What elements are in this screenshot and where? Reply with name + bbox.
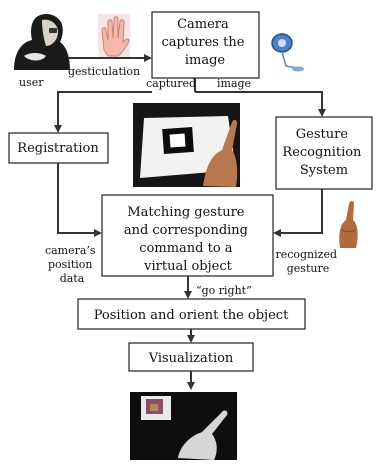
matching-box-text: Matching gesture and corresponding comma…	[124, 205, 252, 274]
camera-box-text: Camera captures the image	[161, 17, 248, 68]
user-label: user	[19, 76, 44, 89]
camera-box	[151, 11, 260, 79]
user-head-icon	[14, 14, 70, 70]
visualization-box-text: Visualization	[148, 351, 234, 366]
arrow-registration-to-matching	[57, 163, 102, 237]
arrow-position-to-visualization	[187, 329, 195, 343]
go-right-label: “go right”	[196, 284, 252, 297]
arrow-visualization-to-result	[187, 371, 195, 390]
captured-label: captured	[146, 77, 196, 90]
position-box	[77, 298, 306, 330]
arrow-matching-to-position	[184, 276, 192, 299]
arrow-gesture-system-to-matching	[273, 189, 323, 237]
arrow-user-to-camera	[68, 54, 152, 62]
gesticulation-label: gesticulation	[68, 65, 140, 78]
registration-box	[8, 132, 109, 164]
arrow-camera-to-registration	[54, 91, 152, 133]
recognized-gesture-label: recognized gesture	[275, 248, 340, 275]
gesture-system-box-text: Gesture Recognition System	[282, 127, 365, 178]
gesture-system-box	[275, 116, 373, 190]
camera-view-photo	[133, 103, 240, 187]
visualization-box	[128, 342, 254, 372]
matching-box	[101, 194, 274, 277]
camera-position-label: camera’s position data	[45, 244, 99, 285]
final-visualization-photo	[130, 392, 237, 460]
arrow-camera-to-gesture-system	[195, 91, 326, 117]
image-label: image	[217, 77, 251, 90]
webcam-icon	[271, 33, 304, 72]
registration-box-text: Registration	[17, 141, 99, 156]
pointing-hand-icon	[339, 201, 358, 248]
open-hand-icon	[98, 14, 130, 58]
position-box-text: Position and orient the object	[94, 308, 289, 323]
